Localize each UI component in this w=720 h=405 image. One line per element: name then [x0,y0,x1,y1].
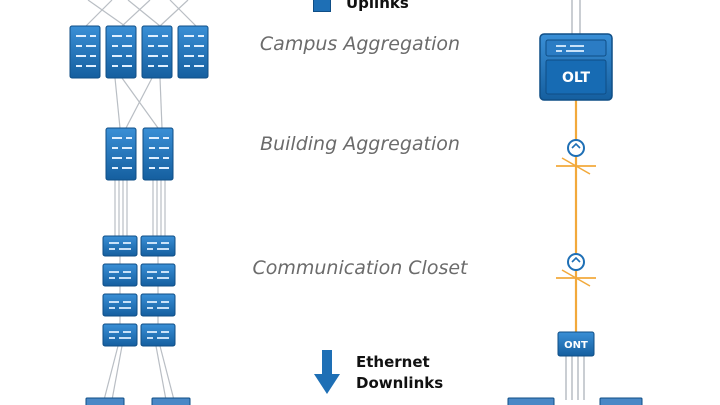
campus-switch [69,25,101,79]
pon-links [565,0,585,400]
uplinks-legend-icon [313,0,331,12]
closet-switch-stack [102,235,176,347]
level-label-communication-closet: Communication Closet [252,257,468,279]
level-label-building-aggregation: Building Aggregation [260,133,460,155]
uplinks-label: Uplinks [346,0,409,12]
campus-switch [141,25,173,79]
building-switch [105,127,137,181]
arrow-down-icon [314,350,340,394]
optical-splitter-icon [556,253,596,287]
olt-chassis-icon: OLT [539,33,613,101]
campus-switch [177,25,209,79]
ont-label: ONT [564,340,588,351]
optical-splitter-icon [556,139,596,175]
closet-switch-ports [109,242,169,339]
endpoint-devices [85,397,191,405]
olt-label: OLT [562,70,591,86]
building-switch [142,127,174,181]
downlinks-label-line1: Ethernet [356,353,430,371]
pon-endpoint-devices [507,397,643,405]
campus-switch [105,25,137,79]
ethernet-links [85,0,197,401]
downlinks-label-line2: Downlinks [356,374,444,392]
level-label-campus-aggregation: Campus Aggregation [259,33,461,55]
ont-device-icon: ONT [557,331,595,357]
